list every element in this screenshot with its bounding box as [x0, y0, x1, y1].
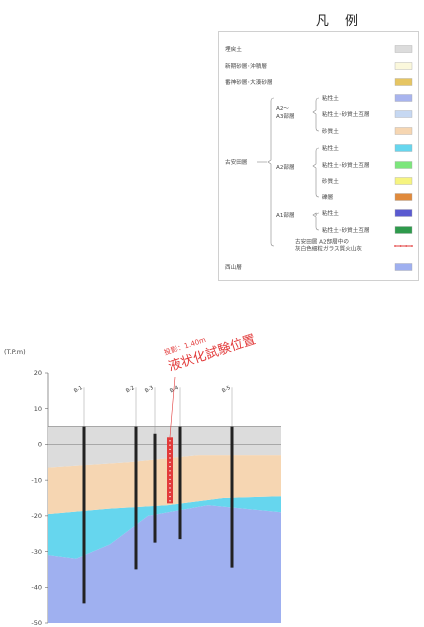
- legend-label: 粘性土: [322, 209, 339, 217]
- sample-dot: [169, 470, 171, 472]
- sample-dot: [169, 457, 171, 459]
- legend-label: 埋戻土: [225, 45, 242, 53]
- legend-label: 粘性土･砂質土互層: [322, 110, 370, 118]
- legend-swatch: [394, 161, 413, 169]
- y-axis-label: (T.P.m): [4, 348, 26, 356]
- group-label-furuyasuda: 古安田層: [225, 158, 247, 166]
- sample-dot: [169, 453, 171, 455]
- legend-swatch: [394, 127, 413, 135]
- sample-dot: [169, 483, 171, 485]
- bracket-a2: [312, 147, 320, 198]
- group-label-a2a3: A2〜: [276, 106, 289, 112]
- legend-label: 番神砂層･大湊砂層: [225, 78, 273, 86]
- group-label-a2: A2部層: [276, 163, 295, 171]
- y-tick-label: -50: [31, 619, 42, 627]
- legend-label: 礫層: [322, 193, 333, 201]
- y-tick-label: 20: [34, 369, 42, 377]
- legend-title: 凡 例: [315, 14, 365, 29]
- borehole-label: B-1: [73, 385, 84, 394]
- borehole-label: B-2: [125, 385, 136, 394]
- annotation-leader: [169, 376, 176, 438]
- tephra-dot: [411, 245, 413, 247]
- layer-nishiyama: [48, 505, 281, 623]
- annotation-test-position: 液状化試験位置: [166, 331, 258, 374]
- y-tick-label: -20: [31, 512, 42, 520]
- legend-swatch: [394, 78, 413, 86]
- sample-dot: [169, 461, 171, 463]
- legend-label: 砂質土: [322, 177, 339, 185]
- legend-swatch: [394, 94, 413, 102]
- bracket-furuyasuda: [267, 97, 275, 247]
- layer-backfill: [48, 426, 281, 468]
- bracket-a2a3: [312, 97, 320, 132]
- geological-cross-section: (T.P.m) 20 10 0 -10 -20 -30 -40 -50 B-1 B-2 B-3 B-4 B…: [4, 331, 281, 627]
- group-label-a2a3: A3部層: [276, 112, 295, 120]
- legend-swatch: [394, 110, 413, 118]
- tephra-dot: [399, 245, 402, 247]
- group-label-a1: A1部層: [276, 211, 295, 219]
- tephra-dot: [394, 245, 396, 247]
- sample-dot: [169, 448, 171, 451]
- y-tick-label: -30: [31, 548, 42, 556]
- y-tick-label: -10: [31, 476, 42, 484]
- legend-label: 新期砂層･沖積層: [225, 62, 267, 70]
- sample-dot: [169, 474, 171, 476]
- borehole-label: B-3: [144, 385, 155, 394]
- legend-panel: 埋戻土新期砂層･沖積層番神砂層･大湊砂層粘性土粘性土･砂質土互層砂質土粘性土粘性…: [218, 31, 419, 281]
- sample-dot: [169, 478, 171, 481]
- tephra-dot: [405, 245, 408, 247]
- legend-label: 粘性土: [322, 144, 339, 152]
- borehole-label: B-5: [221, 385, 232, 394]
- sample-dot: [169, 495, 171, 498]
- legend-swatch: [394, 263, 413, 271]
- legend-graphic: 埋戻土新期砂層･沖積層番神砂層･大湊砂層粘性土粘性土･砂質土互層砂質土粘性土粘性…: [225, 45, 413, 271]
- legend-swatch: [394, 177, 413, 185]
- layer-clay-a2: [48, 496, 281, 559]
- legend-swatch: [394, 209, 413, 217]
- sample-dot: [169, 500, 171, 502]
- layer-sandy-soil: [48, 455, 281, 515]
- legend-label: 西山層: [225, 263, 242, 271]
- sample-dot: [169, 444, 171, 446]
- legend-swatch: [394, 62, 413, 70]
- y-tick-label: 10: [34, 405, 42, 413]
- legend-label: 粘性土･砂質土互層: [322, 226, 370, 234]
- legend-swatch: [394, 193, 413, 201]
- sample-dot: [169, 491, 171, 493]
- legend-label: 粘性土: [322, 94, 339, 102]
- legend-label: 灰白色細粒ガラス質火山灰: [295, 245, 362, 253]
- legend-swatch: [394, 45, 413, 53]
- sample-dot: [169, 440, 171, 442]
- sample-dot: [169, 487, 171, 489]
- y-tick-label: 0: [38, 441, 42, 449]
- legend-label: 古安田層 A2部層中の: [295, 238, 349, 246]
- legend-swatch: [394, 226, 413, 234]
- sample-dot: [169, 465, 171, 468]
- legend-label: 粘性土･砂質土互層: [322, 161, 370, 169]
- y-tick-label: -40: [31, 583, 42, 591]
- legend-label: 砂質土: [322, 127, 339, 135]
- bracket-a1: [312, 212, 320, 231]
- legend-swatch: [394, 144, 413, 152]
- borehole-label: B-4: [169, 385, 180, 395]
